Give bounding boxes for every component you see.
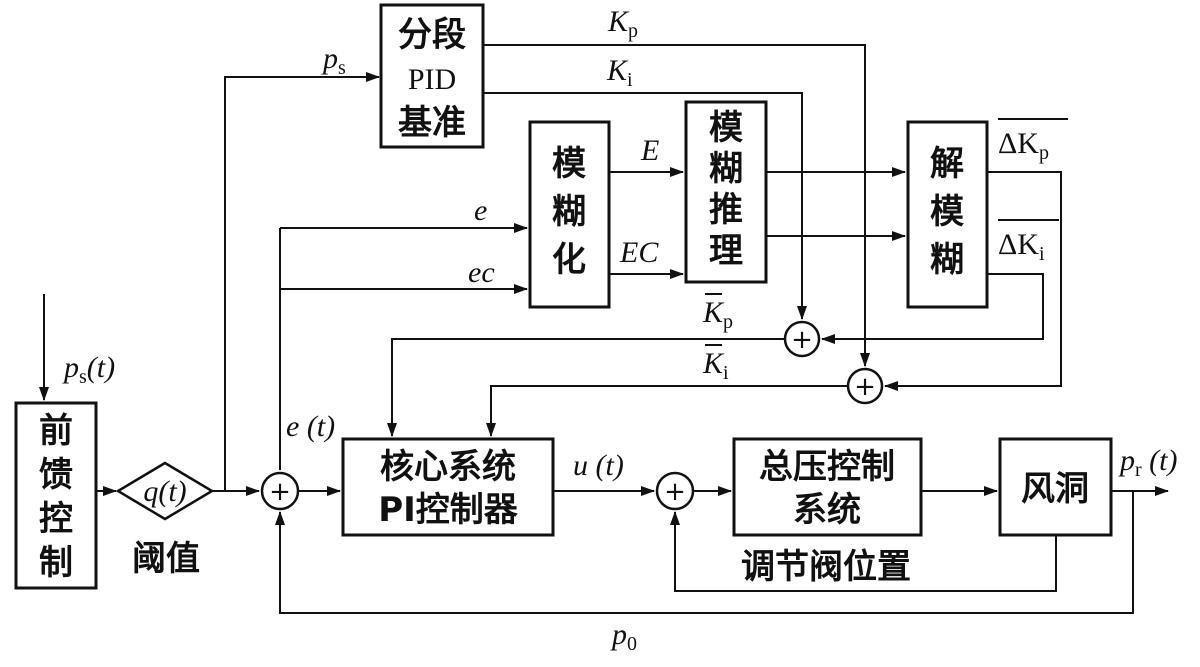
fuzzy-inference-char-1: 模 [709, 108, 743, 148]
segmented-pid-block: 分段 PID 基准 [379, 3, 485, 149]
summing-junction-kp: + [783, 320, 821, 358]
label-kp: Kp [607, 5, 638, 42]
fuzzy-inference-char-2: 糊 [709, 149, 743, 189]
wire-delta-ki [821, 273, 1044, 344]
label-EC: EC [619, 236, 659, 269]
sum-plus-kp: + [791, 325, 813, 355]
wind-tunnel-block: 风洞 [998, 437, 1113, 537]
wire-kp-bar-to-pi [387, 338, 785, 437]
label-ps-t: ps(t) [62, 351, 115, 388]
feedforward-char-2: 馈 [39, 455, 73, 495]
sum-plus-error: + [269, 477, 291, 507]
core-pi-line-2: PI控制器 [378, 490, 519, 530]
wire-p0-feedback [275, 491, 1134, 614]
threshold-diamond: q(t) [115, 461, 215, 521]
label-delta-ki: ΔKi [998, 228, 1045, 265]
feedforward-control-block: 前 馈 控 制 [14, 401, 98, 590]
wire-ps-to-segmented-pid [224, 72, 380, 491]
feedforward-char-3: 控 [39, 499, 73, 539]
defuzzify-block: 解 模 糊 [906, 120, 989, 309]
segmented-pid-line-1: 分段 [398, 15, 466, 55]
label-ki-bar: Ki [702, 347, 729, 384]
label-valve-position: 调节阀位置 [741, 547, 911, 587]
fuzzy-inference-block: 模 糊 推 理 [684, 100, 768, 284]
pressure-control-line-1: 总压控制 [759, 447, 895, 487]
wind-tunnel-label: 风洞 [1021, 469, 1089, 509]
fuzzify-block: 模 糊 化 [528, 120, 611, 309]
summing-junction-valve: + [655, 471, 695, 511]
wire-kp [483, 44, 870, 367]
summing-junction-ki: + [846, 367, 884, 405]
summing-junction-error: + [260, 471, 300, 511]
defuzzify-char-1: 解 [930, 144, 964, 184]
wire-delta-kp [884, 171, 1062, 391]
wire-ki [483, 92, 807, 320]
core-pi-line-1: 核心系统 [380, 447, 516, 487]
label-pr-t: pr (t) [1118, 444, 1178, 481]
label-ps: ps [321, 42, 346, 79]
wire-valve-feedback [670, 511, 1057, 592]
defuzzify-char-2: 模 [930, 192, 964, 232]
label-ec: ec [468, 256, 495, 289]
feedforward-char-1: 前 [39, 411, 73, 451]
sum-plus-ki: + [854, 372, 876, 402]
fuzzify-char-2: 糊 [552, 192, 586, 232]
label-kp-bar: Kp [702, 296, 733, 333]
core-pi-controller-block: 核心系统 PI控制器 [341, 437, 555, 537]
label-e-t: e (t) [286, 410, 335, 443]
threshold-symbol: q(t) [143, 475, 186, 508]
wire-ki-bar-to-pi [486, 385, 848, 437]
label-E: E [640, 134, 659, 167]
fuzzy-inference-char-3: 推 [709, 190, 743, 230]
pressure-control-line-2: 系统 [793, 490, 861, 530]
feedforward-char-4: 制 [39, 543, 73, 583]
segmented-pid-line-2: PID [408, 63, 456, 96]
label-p0: p0 [610, 618, 637, 655]
sum-plus-valve: + [664, 477, 686, 507]
label-delta-kp: ΔKp [998, 127, 1049, 164]
segmented-pid-line-3: 基准 [398, 103, 466, 143]
fuzzy-inference-char-4: 理 [709, 231, 743, 271]
label-u-t: u (t) [573, 449, 624, 482]
fuzzify-char-1: 模 [552, 144, 586, 184]
label-ki: Ki [606, 54, 633, 91]
pressure-control-system-block: 总压控制 系统 [732, 437, 923, 537]
defuzzify-char-3: 糊 [930, 240, 964, 280]
threshold-label: 阈值 [132, 539, 200, 579]
label-e: e [474, 194, 487, 227]
fuzzify-char-3: 化 [552, 240, 586, 280]
